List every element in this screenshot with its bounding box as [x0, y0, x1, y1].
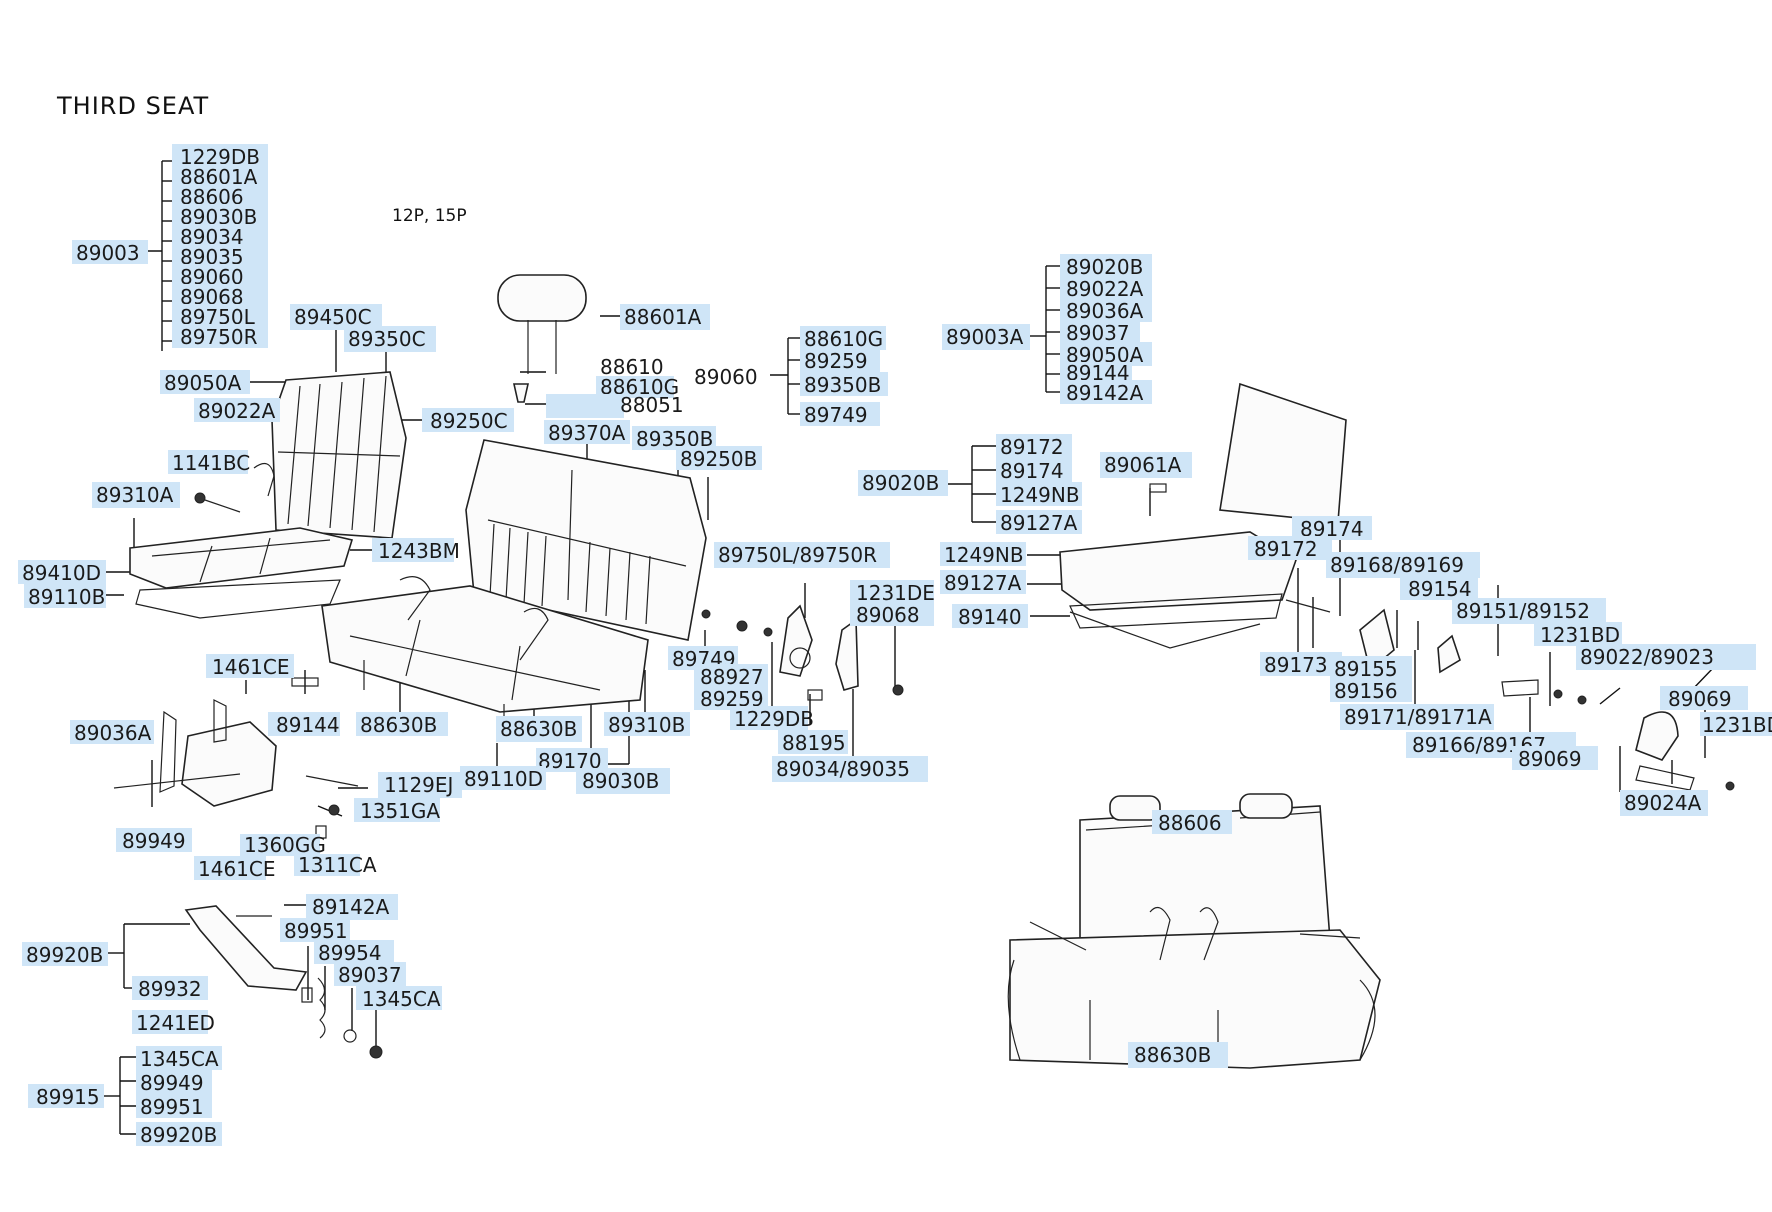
- diagram-title: THIRD SEAT: [56, 92, 209, 120]
- part-label: 89174: [1000, 459, 1064, 483]
- part-label: 89003A: [946, 325, 1024, 349]
- part-label: 89068: [856, 603, 920, 627]
- part-label: 89750L/89750R: [718, 543, 877, 567]
- part-label: 89060: [694, 365, 758, 389]
- part-label: 89022A: [1066, 277, 1144, 301]
- part-label: 89050A: [164, 371, 242, 395]
- part-label: 1231BD: [1540, 623, 1620, 647]
- part-label: 89020B: [1066, 255, 1143, 279]
- part-label: 89110B: [28, 585, 105, 609]
- part-label: 89749: [804, 403, 868, 427]
- part-label: 89750R: [180, 325, 258, 349]
- part-label: 89954: [318, 941, 382, 965]
- part-label: 89951: [284, 919, 348, 943]
- part-label: 89915: [36, 1085, 100, 1109]
- part-label: 89024A: [1624, 791, 1702, 815]
- part-label: 88630B: [1134, 1043, 1211, 1067]
- part-label: 1461CE: [212, 655, 290, 679]
- part-label: 89022A: [198, 399, 276, 423]
- part-label: 89142A: [1066, 381, 1144, 405]
- part-label: 89154: [1408, 577, 1472, 601]
- part-label: 89259: [804, 349, 868, 373]
- part-label: 1141BC: [172, 451, 250, 475]
- part-drawings: [113, 274, 1735, 1069]
- part-label: 89172: [1254, 537, 1318, 561]
- part-label: 89036A: [1066, 299, 1144, 323]
- part-label: 1231DE: [856, 581, 935, 605]
- part-label: 88195: [782, 731, 846, 755]
- part-label: 1231BD: [1702, 713, 1772, 737]
- part-label: 89030B: [582, 769, 659, 793]
- part-label: 1243BM: [378, 539, 460, 563]
- part-label: 89156: [1334, 679, 1398, 703]
- part-label: 89003: [76, 241, 140, 265]
- part-labels: 1229DB 88601A 88606 89030B 89034 89035 8…: [18, 144, 1772, 1147]
- part-label: 89110D: [464, 767, 543, 791]
- part-label: 89250C: [430, 409, 508, 433]
- part-label: 89151/89152: [1456, 599, 1590, 623]
- part-label: 89350C: [348, 327, 426, 351]
- part-label: 89022/89023: [1580, 645, 1714, 669]
- part-label: 1461CE: [198, 857, 276, 881]
- part-label: 89450C: [294, 305, 372, 329]
- part-label: 89173: [1264, 653, 1328, 677]
- part-label: 89172: [1000, 435, 1064, 459]
- part-label: 89951: [140, 1095, 204, 1119]
- part-label: 88610G: [804, 327, 883, 351]
- part-label: 1241ED: [136, 1011, 215, 1035]
- part-label: 89144: [276, 713, 340, 737]
- part-label: 89061A: [1104, 453, 1182, 477]
- part-label: 89069: [1518, 747, 1582, 771]
- part-label: 89310A: [96, 483, 174, 507]
- part-label: 88630B: [360, 713, 437, 737]
- part-label: 1345CA: [140, 1047, 219, 1071]
- part-label: 89037: [1066, 321, 1130, 345]
- part-label: 88630B: [500, 717, 577, 741]
- part-label: 89920B: [26, 943, 103, 967]
- part-label: 88927: [700, 665, 764, 689]
- part-label: 89020B: [862, 471, 939, 495]
- part-label: 89155: [1334, 657, 1398, 681]
- part-label: 89932: [138, 977, 202, 1001]
- part-label: 89350B: [804, 373, 881, 397]
- part-label: 89171/89171A: [1344, 705, 1492, 729]
- part-label: 89949: [140, 1071, 204, 1095]
- part-label: 1249NB: [944, 543, 1024, 567]
- variant-note: 12P, 15P: [392, 206, 467, 226]
- part-label: 88610: [600, 355, 664, 379]
- part-label: 89069: [1668, 687, 1732, 711]
- part-label: 1345CA: [362, 987, 441, 1011]
- part-label: 1360GG: [244, 833, 326, 857]
- part-label: 1249NB: [1000, 483, 1080, 507]
- part-label: 89920B: [140, 1123, 217, 1147]
- part-label: 88051: [620, 393, 684, 417]
- part-label: 89142A: [312, 895, 390, 919]
- part-label: 1229DB: [734, 707, 814, 731]
- part-label: 1351GA: [360, 799, 440, 823]
- part-label: 89410D: [22, 561, 101, 585]
- part-label: 1311CA: [298, 853, 377, 877]
- part-label: 89250B: [680, 447, 757, 471]
- part-label: 89140: [958, 605, 1022, 629]
- part-label: 89127A: [944, 571, 1022, 595]
- part-label: 89034/89035: [776, 757, 910, 781]
- part-label: 1129EJ: [384, 773, 453, 797]
- part-label: 89036A: [74, 721, 152, 745]
- part-label: 89127A: [1000, 511, 1078, 535]
- part-label: 89168/89169: [1330, 553, 1464, 577]
- part-label: 89949: [122, 829, 186, 853]
- part-label: 89037: [338, 963, 402, 987]
- part-label: 88606: [1158, 811, 1222, 835]
- part-label: 89310B: [608, 713, 685, 737]
- part-label: 89370A: [548, 421, 626, 445]
- part-label: 88601A: [624, 305, 702, 329]
